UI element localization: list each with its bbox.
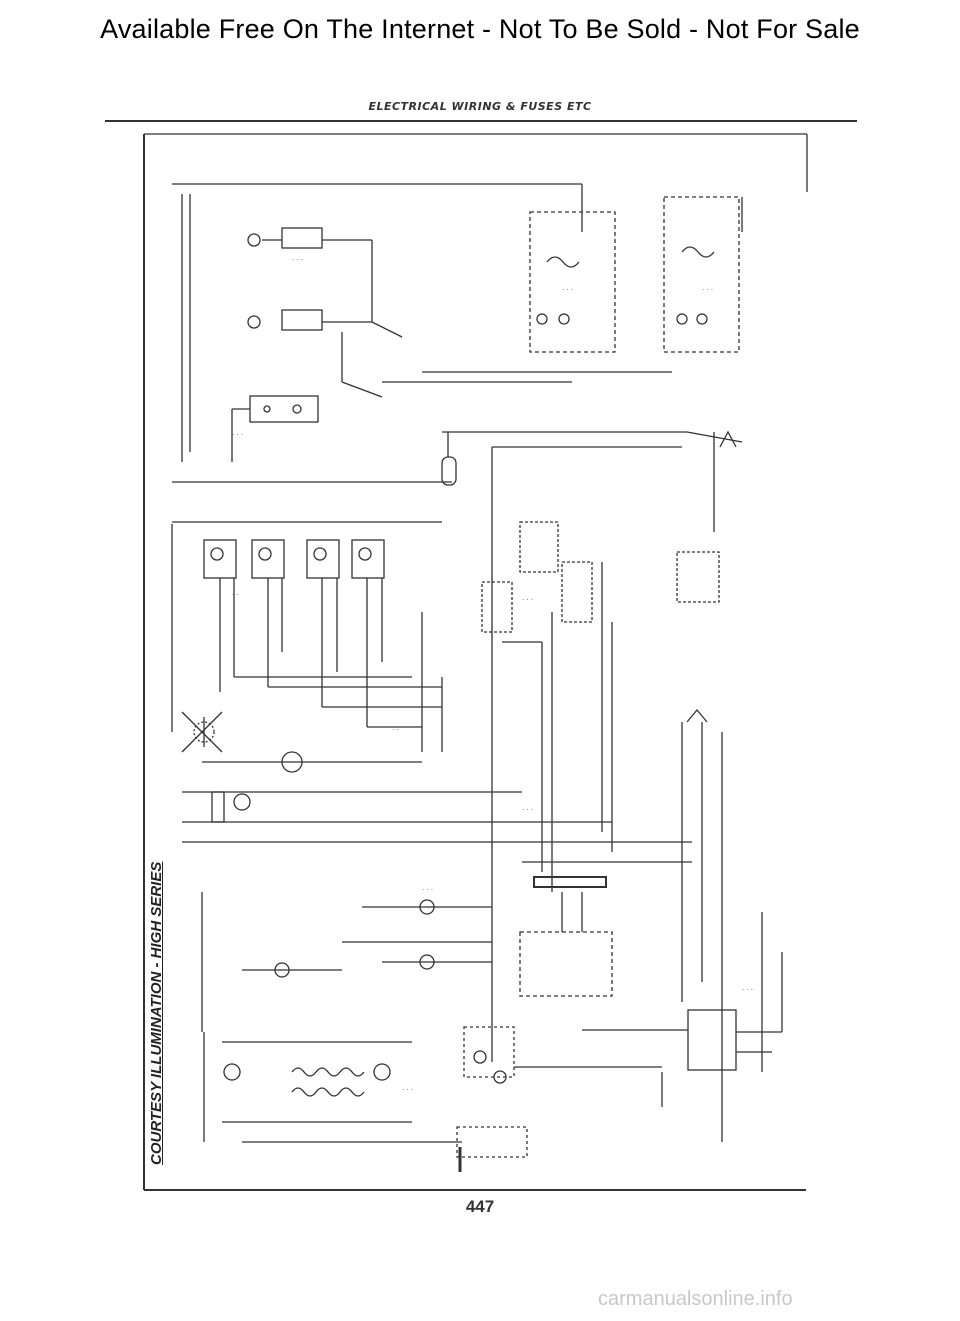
svg-text:· · ·: · · · [292, 256, 303, 264]
svg-text:· · ·: · · · [232, 431, 243, 439]
diagram-title: COURTESY ILLUMINATION - HIGH SERIES [148, 861, 165, 1165]
svg-text:· · ·: · · · [422, 886, 433, 894]
svg-text:· · ·: · · · [562, 286, 573, 294]
wiring-diagram: · · · · · · · · · · · · · · · · · · · · … [142, 132, 810, 1192]
svg-text:· ·: · · [392, 726, 399, 734]
svg-text:· · ·: · · · [742, 986, 753, 994]
page-number: 447 [465, 1197, 495, 1216]
svg-text:· ·: · · [232, 591, 239, 599]
watermark: carmanualsonline.info [598, 1288, 793, 1310]
availability-banner: Available Free On The Internet - Not To … [100, 14, 860, 44]
header-rule [105, 120, 857, 122]
section-title: ELECTRICAL WIRING & FUSES ETC [368, 100, 592, 113]
wiring-diagram-svg: · · · · · · · · · · · · · · · · · · · · … [143, 133, 808, 1191]
svg-text:· · ·: · · · [522, 596, 533, 604]
svg-text:· · ·: · · · [522, 806, 533, 814]
svg-text:· · ·: · · · [402, 1086, 413, 1094]
svg-text:· · ·: · · · [702, 286, 713, 294]
